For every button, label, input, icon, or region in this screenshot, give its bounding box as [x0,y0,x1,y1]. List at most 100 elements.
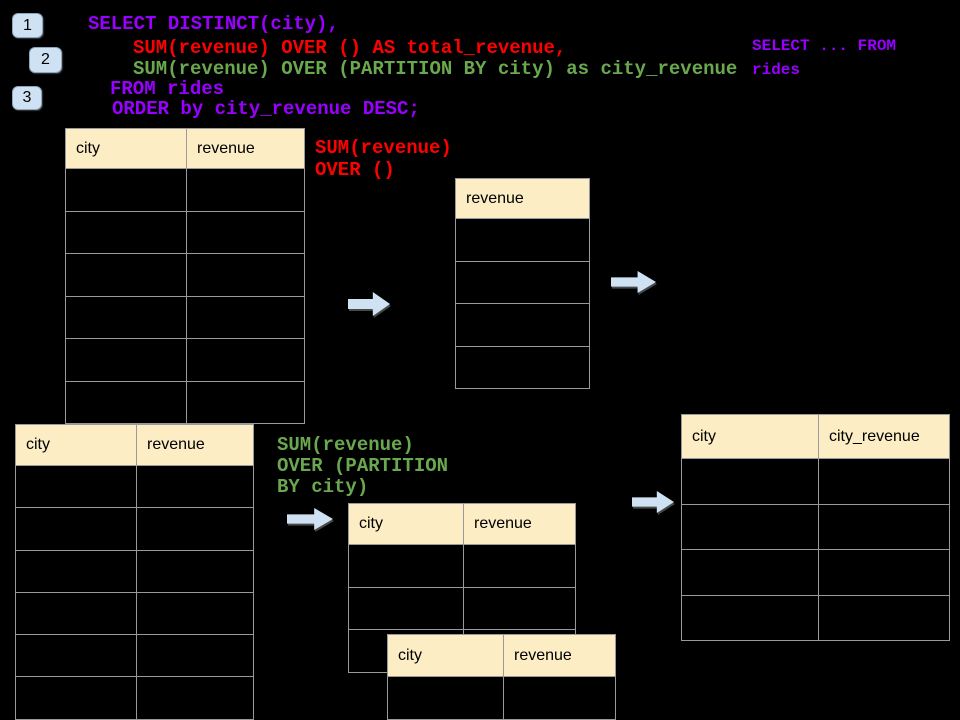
table-empty-cell [818,595,949,640]
sql-line-select: SELECT DISTINCT(city), [88,13,339,35]
annotation-total-line2: OVER () [315,159,395,181]
table-empty-cell [682,550,818,595]
column-header: city [398,646,422,664]
table-empty-row [16,465,253,508]
table-empty-row [349,586,575,630]
table-header-row: city city_revenue [682,415,949,458]
table-empty-cell [16,593,136,634]
side-note-rides: rides [752,61,801,79]
column-header: city [692,427,716,445]
table-header-row: city revenue [388,635,615,676]
arrow-right-icon [287,508,333,530]
table-empty-cell [186,339,304,381]
table-partition-intermediate-overlay: city revenue [387,634,616,720]
table-city-revenue-result: city city_revenue [681,414,950,641]
table-empty-cell [186,296,304,338]
table-empty-row [66,338,304,381]
table-empty-cell [66,212,186,254]
column-header: revenue [503,635,615,676]
annotation-partition-line1: SUM(revenue) [277,434,414,456]
table-empty-cell [503,677,615,719]
table-empty-row [16,507,253,550]
table-empty-cell [818,550,949,595]
table-empty-cell [349,545,463,587]
table-empty-cell [136,508,253,550]
table-empty-cell [186,254,304,296]
table-empty-cell [16,677,136,718]
table-empty-cell [136,550,253,592]
table-empty-cell [66,339,186,381]
sql-line-order-by: ORDER by city_revenue DESC; [112,98,420,120]
table-empty-cell [136,677,253,719]
table-empty-cell [186,381,304,423]
table-empty-cell [66,254,186,296]
table-empty-cell [186,169,304,211]
table-empty-row [349,544,575,587]
table-empty-cell [388,677,503,719]
table-empty-cell [456,219,589,261]
table-empty-cell [16,466,136,507]
table-rides-source-top: city revenue [65,128,305,424]
step-badge-3: 3 [12,86,42,110]
table-empty-row [456,303,589,346]
table-empty-row [16,634,253,677]
table-empty-row [456,260,589,304]
table-header-row: revenue [456,179,589,218]
step-badge-2: 2 [29,47,62,73]
table-empty-row [66,253,304,296]
table-empty-row [16,591,253,635]
table-empty-row [66,210,304,254]
table-empty-cell [818,459,949,504]
table-empty-row [66,380,304,424]
annotation-partition-line3: BY city) [277,476,369,498]
table-empty-cell [456,347,589,389]
table-empty-cell [16,551,136,592]
table-empty-cell [66,169,186,211]
table-empty-cell [818,504,949,549]
column-header: revenue [463,504,575,544]
table-empty-row [66,168,304,211]
arrow-right-icon [632,491,674,513]
table-empty-cell [456,262,589,304]
column-header: city [359,515,383,532]
column-header: city [26,436,50,453]
table-rides-source-bottom: city revenue [15,424,254,720]
step-badge-1: 1 [12,13,43,38]
table-empty-row [456,345,589,389]
table-empty-cell [136,592,253,635]
arrow-right-icon [611,271,656,293]
arrow-right-icon [348,292,390,316]
column-header: revenue [466,189,524,207]
column-header: city [76,139,100,157]
table-empty-cell [16,508,136,549]
table-empty-cell [456,304,589,346]
table-empty-row [16,549,253,592]
table-header-row: city revenue [16,425,253,465]
table-empty-row [388,676,615,719]
table-empty-row [456,218,589,261]
sql-line-total-revenue: SUM(revenue) OVER () AS total_revenue, [133,37,567,59]
table-empty-cell [136,466,253,508]
table-empty-cell [349,588,463,630]
table-empty-row [66,295,304,339]
table-header-row: city revenue [66,129,304,168]
table-empty-row [682,458,949,504]
column-header: revenue [186,129,304,168]
column-header: revenue [136,425,253,465]
column-header: city_revenue [818,415,949,458]
side-note-select-from: SELECT ... FROM [752,37,897,55]
sql-line-from: FROM rides [110,78,225,100]
table-empty-row [16,676,253,719]
table-empty-cell [463,587,575,630]
table-empty-row [682,594,949,640]
sql-line-city-revenue: SUM(revenue) OVER (PARTITION BY city) as… [133,58,738,80]
table-empty-cell [66,382,186,424]
table-empty-cell [463,545,575,587]
table-empty-cell [682,459,818,504]
table-empty-cell [66,297,186,339]
table-empty-cell [16,635,136,676]
table-total-revenue-result: revenue [455,178,590,389]
table-empty-cell [682,505,818,550]
table-empty-cell [186,211,304,253]
